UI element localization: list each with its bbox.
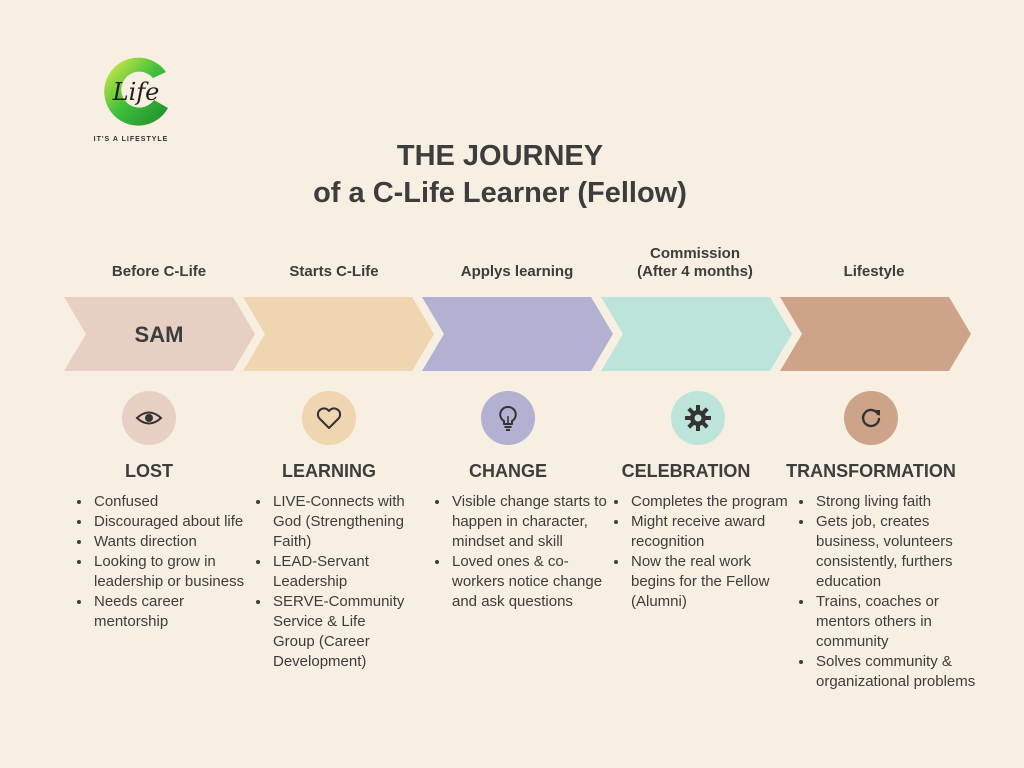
stage-name-lost: LOST [125,461,173,481]
lightbulb-icon [481,391,535,445]
stage-label-commission: Commission (After 4 months) [605,245,785,281]
stage-name-transformation: TRANSFORMATION [786,461,956,481]
stage-name-celebration: CELEBRATION [621,461,751,481]
list-item: Strong living faith [814,492,984,512]
arrow-celebration [601,297,792,371]
celebration-points: Completes the program Might receive awar… [611,492,789,612]
stage-label-lifestyle: Lifestyle [843,263,905,280]
logo-tagline: IT'S A LIFESTYLE [93,136,169,143]
logo: Life IT'S A LIFESTYLE [94,50,176,143]
arrow-label-sam: SAM [135,322,184,347]
eye-icon [122,391,176,445]
list-item: Discouraged about life [92,512,262,532]
stage-label-commission-line2: (After 4 months) [637,263,753,280]
page-title: THE JOURNEY of a C-Life Learner (Fellow) [0,138,1000,212]
arrow-change [422,297,613,371]
list-item: Completes the program [629,492,789,512]
list-item: Loved ones & co-workers notice change an… [450,552,615,612]
list-item: Confused [92,492,262,512]
learning-points: LIVE-Connects with God (Strengthening Fa… [253,492,411,672]
gear-icon [671,391,725,445]
stage-name-change: CHANGE [468,461,547,481]
arrow-transformation [780,297,971,371]
change-points: Visible change starts to happen in chara… [432,492,615,612]
transformation-points: Strong living faith Gets job, creates bu… [796,492,984,692]
list-item: Needs career mentorship [92,592,262,632]
refresh-icon [844,391,898,445]
list-item: LIVE-Connects with God (Strengthening Fa… [271,492,411,552]
list-item: Looking to grow in leadership or busines… [92,552,262,592]
journey-arrows: SAM [64,297,971,371]
list-item: Trains, coaches or mentors others in com… [814,592,984,652]
list-item: SERVE-Community Service & Life Group (Ca… [271,592,411,672]
stage-label-commission-line1: Commission [649,245,740,262]
c-life-logo-icon: Life [104,57,168,126]
list-item: Gets job, creates business, volunteers c… [814,512,984,592]
stage-label-starts-c-life: Starts C-Life [289,263,379,280]
stage-name-learning: LEARNING [282,461,376,481]
arrow-learning [243,297,434,371]
list-item: Now the real work begins for the Fellow … [629,552,789,612]
list-item: Might receive award recognition [629,512,789,552]
list-item: Solves community & organizational proble… [814,652,984,692]
title-line-2: of a C-Life Learner (Fellow) [313,177,687,209]
logo-text: Life [112,78,160,106]
list-item: LEAD-Servant Leadership [271,552,411,592]
lost-points: Confused Discouraged about life Wants di… [74,492,262,632]
list-item: Visible change starts to happen in chara… [450,492,615,552]
title-line-1: THE JOURNEY [396,140,604,172]
arrow-lost [64,297,255,371]
heart-icon [302,391,356,445]
stage-label-applys-learning: Applys learning [460,263,574,280]
list-item: Wants direction [92,532,262,552]
stage-label-before-c-life: Before C-Life [111,263,207,280]
